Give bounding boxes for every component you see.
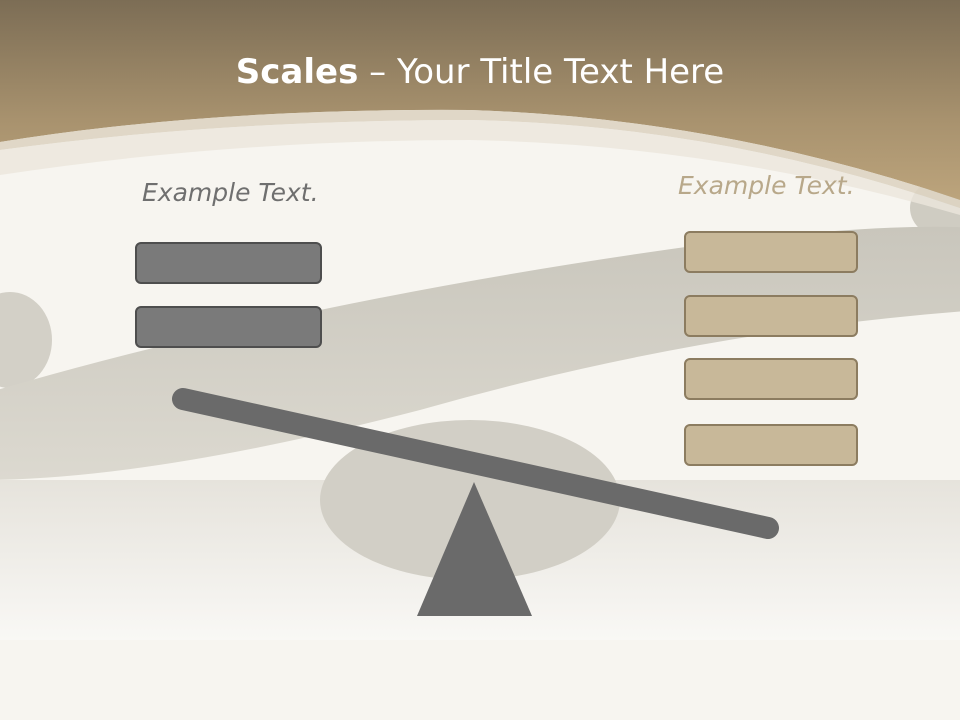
left-box-1 [135, 242, 322, 284]
left-label: Example Text. [142, 178, 319, 207]
right-box-4 [684, 424, 858, 466]
right-box-2 [684, 295, 858, 337]
header-arc-glow [0, 120, 960, 215]
slide-title: Scales – Your Title Text Here [0, 52, 960, 92]
right-box-1 [684, 231, 858, 273]
left-box-2 [135, 306, 322, 348]
seesaw-plank [172, 388, 779, 539]
left-stone [0, 292, 52, 388]
title-bold: Scales [235, 52, 359, 92]
right-label: Example Text. [678, 171, 855, 200]
header-band [0, 0, 960, 200]
seesaw-fulcrum [417, 482, 532, 616]
right-box-3 [684, 358, 858, 400]
title-rest: – Your Title Text Here [358, 52, 725, 92]
